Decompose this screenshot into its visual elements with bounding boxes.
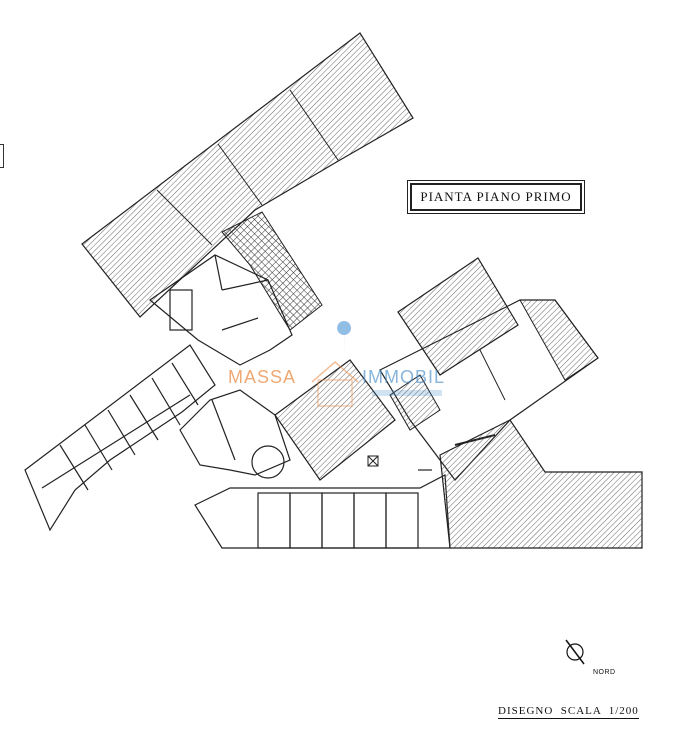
eastern-block	[379, 299, 599, 481]
watermark-left-text: MASSA	[228, 367, 297, 387]
southeast-roof	[439, 419, 643, 549]
scale-label: DISEGNO SCALA 1/200	[498, 705, 639, 719]
central-roof	[274, 359, 396, 481]
southwest-wing	[24, 344, 216, 532]
central-hub	[179, 389, 291, 479]
watermark-right-text: IMMOBIL	[362, 367, 446, 387]
watermark-subline	[372, 390, 442, 396]
northeast-roof	[397, 257, 519, 376]
central-block	[149, 254, 293, 366]
north-label: NORD	[593, 669, 616, 676]
watermark-pin-icon	[311, 321, 359, 407]
sheet-edge-marker	[0, 144, 4, 168]
lift-symbol	[367, 455, 379, 467]
drawing-title: PIANTA PIANO PRIMO	[410, 183, 582, 211]
south-rooms-row	[194, 469, 451, 549]
crosshatch-corridor	[221, 211, 323, 331]
north-arrow-icon	[565, 639, 585, 665]
northwest-roof-wing	[81, 32, 414, 318]
